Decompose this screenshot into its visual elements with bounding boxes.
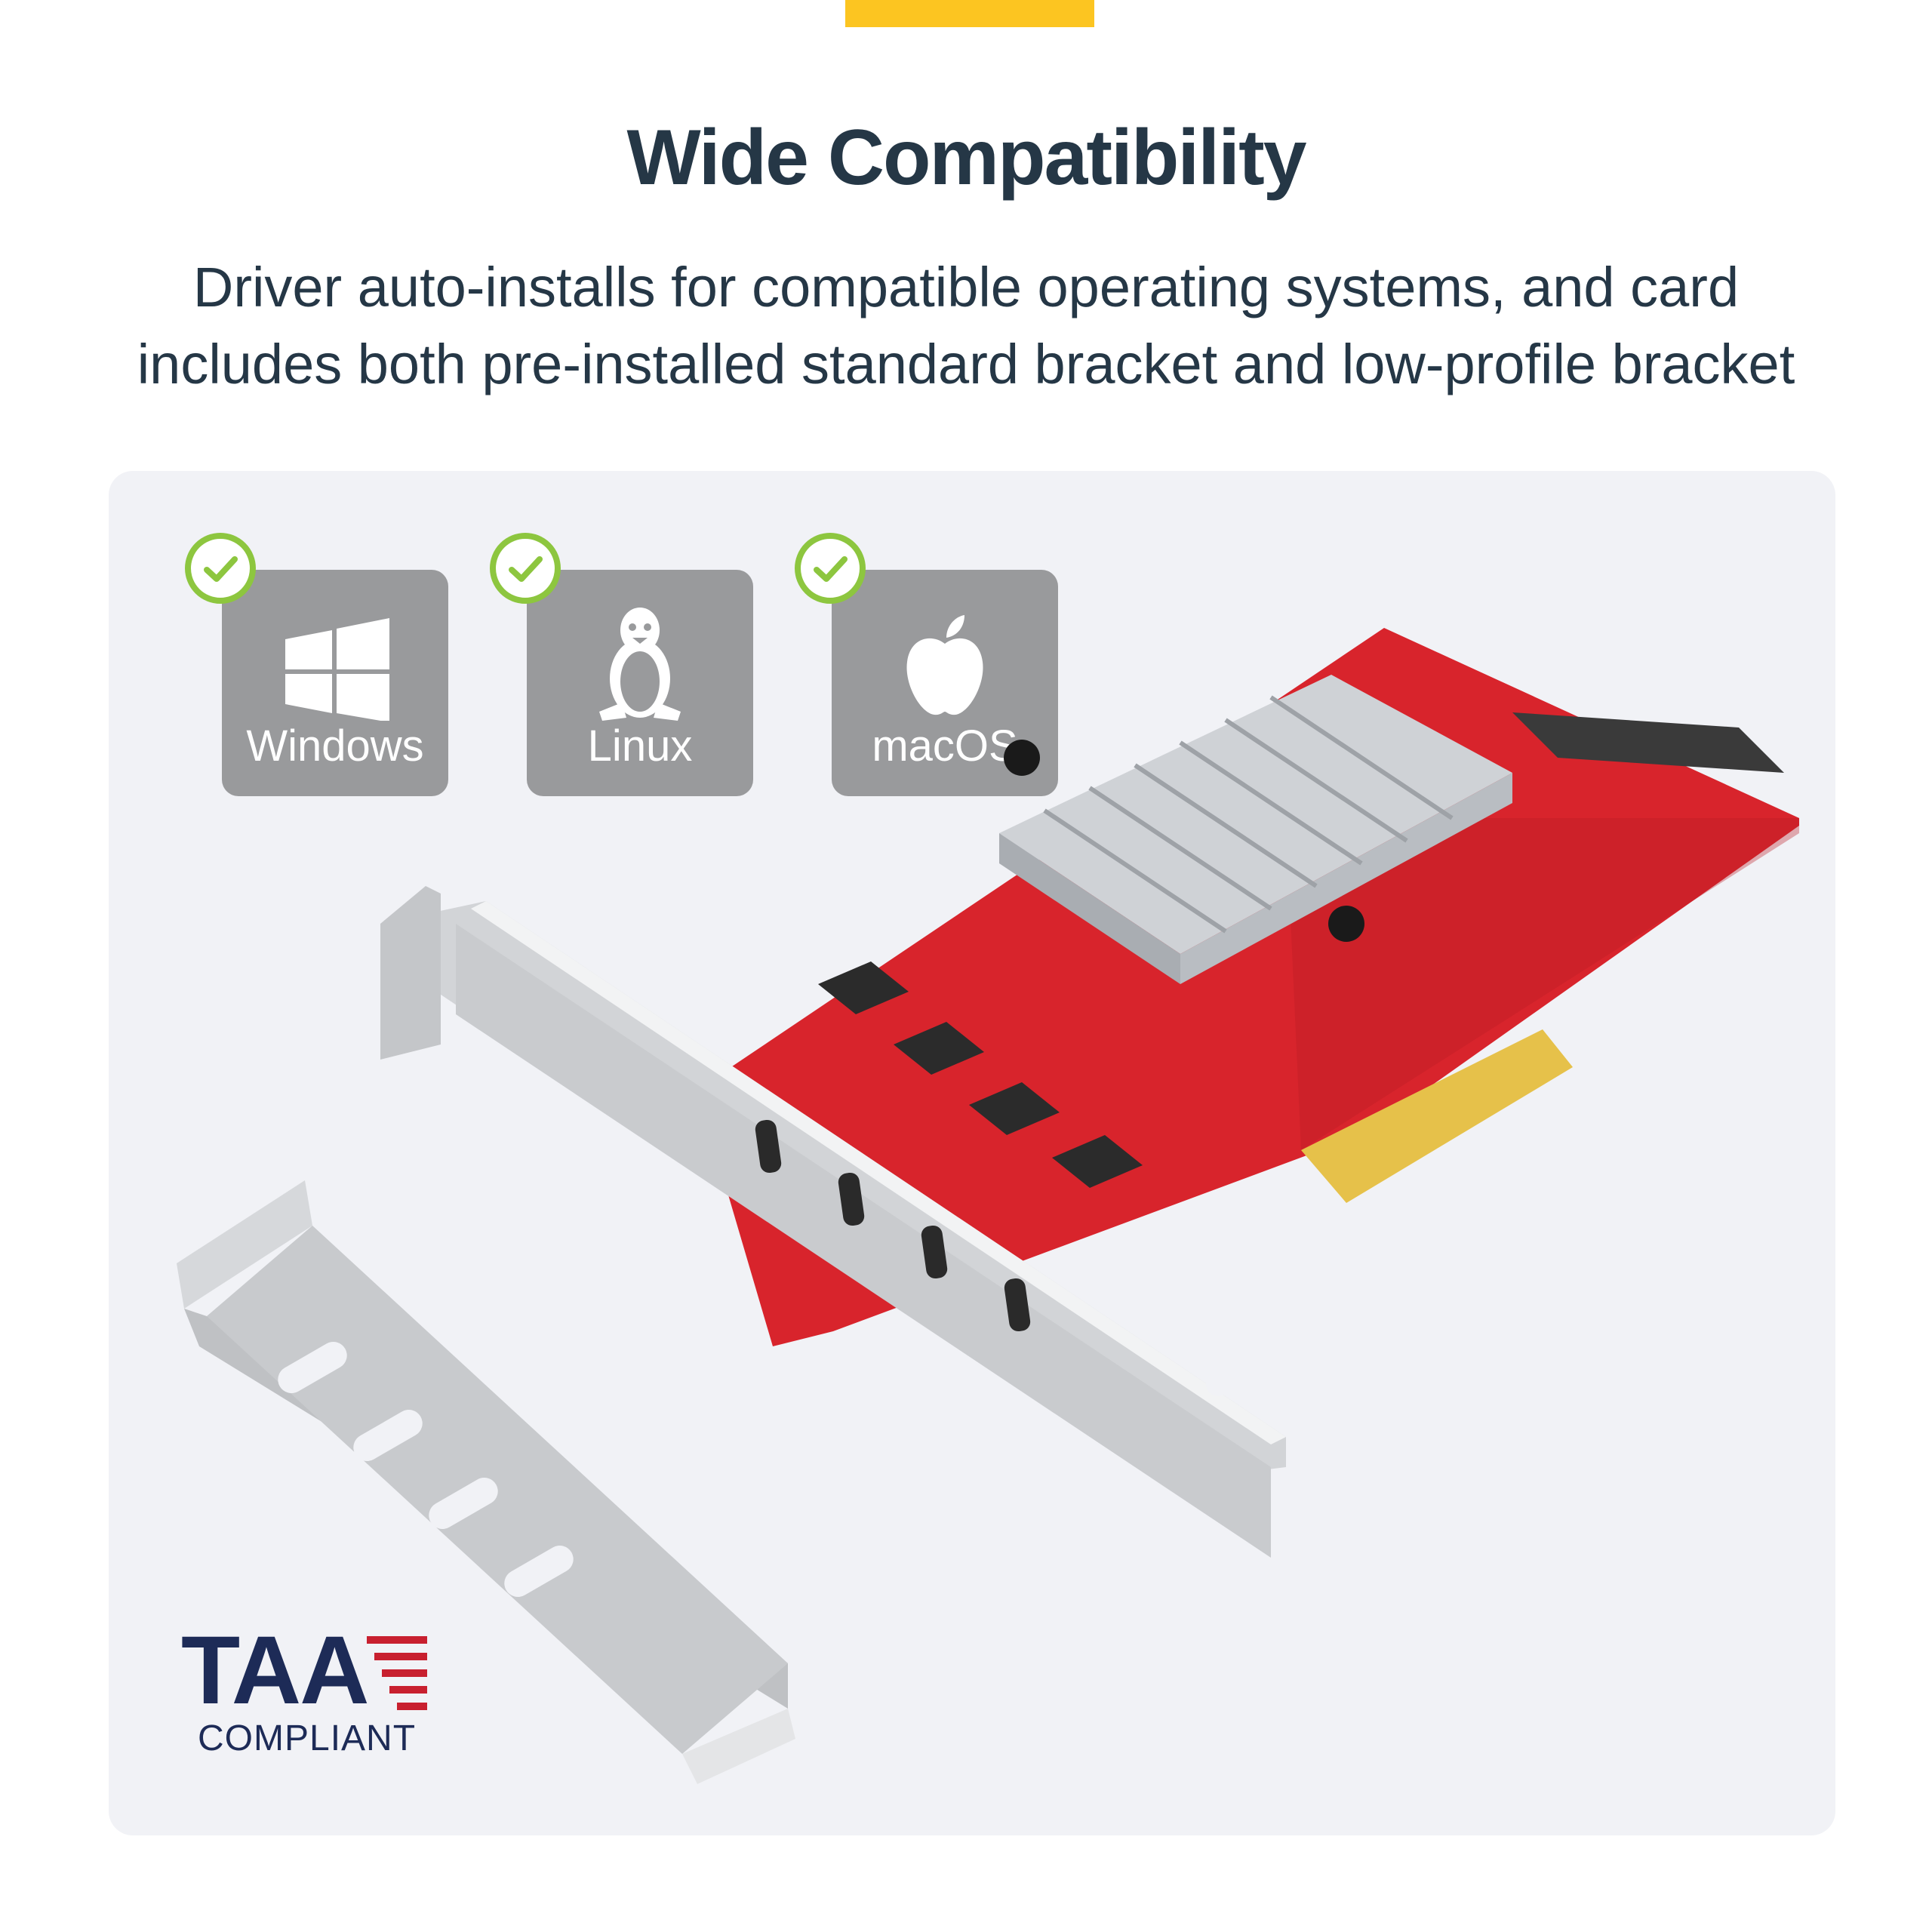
os-label-macos: macOS xyxy=(872,721,1018,771)
page-subtitle: Driver auto-installs for compatible oper… xyxy=(137,256,1795,395)
accent-bar xyxy=(845,0,1094,27)
check-icon xyxy=(185,533,256,604)
taa-compliant-badge: TAA COMPLIANT xyxy=(181,1623,453,1766)
apple-logo-icon xyxy=(906,615,983,715)
low-profile-bracket xyxy=(177,1180,795,1784)
pcie-card-board xyxy=(697,628,1799,1346)
standard-bracket xyxy=(380,886,1286,1558)
os-label-linux: Linux xyxy=(587,721,693,771)
check-icon xyxy=(490,533,561,604)
windows-logo-icon xyxy=(285,618,389,721)
os-label-windows: Windows xyxy=(246,721,424,771)
os-card-linux: Linux xyxy=(527,570,753,796)
os-card-windows: Windows xyxy=(222,570,448,796)
heatsink xyxy=(999,675,1512,984)
taa-letters: TAA xyxy=(181,1617,370,1724)
flag-stripes-icon xyxy=(367,1636,427,1710)
check-icon xyxy=(795,533,866,604)
product-image xyxy=(177,628,1799,1784)
tux-penguin-icon xyxy=(599,608,681,721)
page-title: Wide Compatibility xyxy=(626,114,1306,202)
taa-subtext: COMPLIANT xyxy=(198,1718,417,1758)
